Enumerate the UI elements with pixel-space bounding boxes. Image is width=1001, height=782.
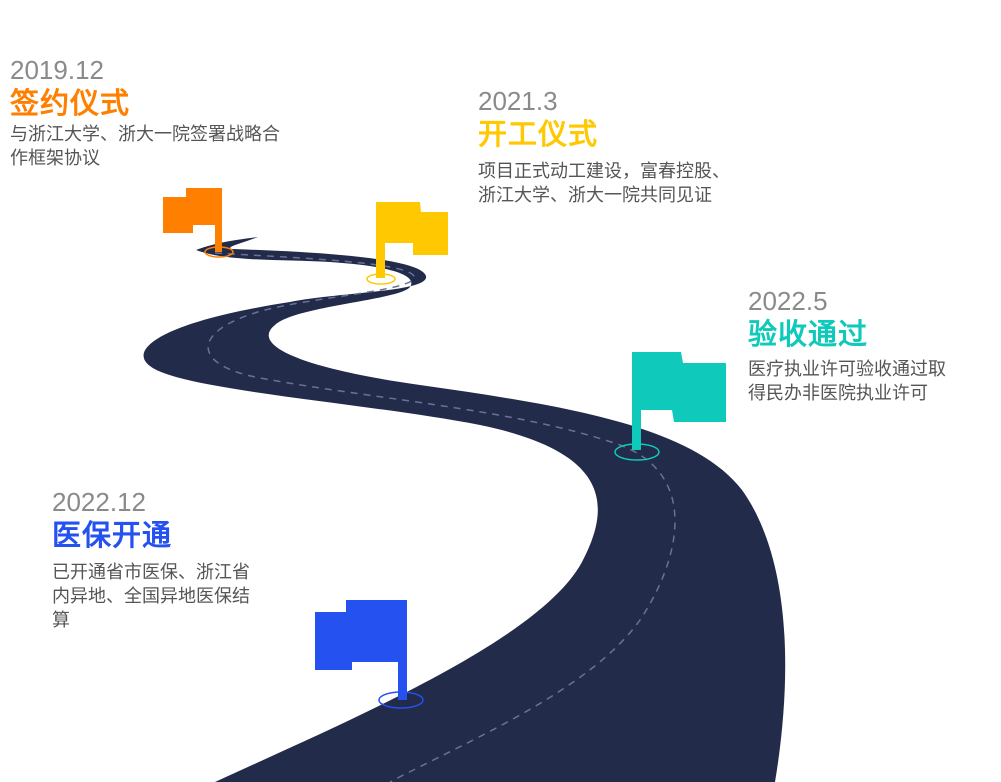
flag-orange [163, 188, 234, 258]
milestone-2022-5: 2022.5 验收通过 医疗执业许可验收通过取 得民办非医院执业许可 [748, 286, 946, 406]
milestone-2022-12: 2022.12 医保开通 已开通省市医保、浙江省 内异地、全国异地医保结 算 [52, 487, 250, 633]
desc-line: 与浙江大学、浙大一院签署战略合 [10, 124, 280, 145]
desc-line: 医疗执业许可验收通过取 [748, 359, 946, 380]
milestone-title: 开工仪式 [478, 117, 599, 151]
flag-blue [315, 600, 424, 709]
milestone-title: 医保开通 [52, 518, 173, 552]
milestone-desc: 项目正式动工建设，富春控股、 浙江大学、浙大一院共同见证 [478, 160, 730, 208]
milestone-2021-3: 2021.3 开工仪式 项目正式动工建设，富春控股、 浙江大学、浙大一院共同见证 [478, 86, 730, 208]
milestone-desc: 已开通省市医保、浙江省 内异地、全国异地医保结 算 [52, 561, 250, 633]
flag-teal [614, 352, 726, 461]
desc-line: 作框架协议 [10, 148, 100, 169]
milestone-date: 2022.5 [748, 286, 828, 316]
desc-line: 项目正式动工建设，富春控股、 [478, 161, 730, 182]
desc-line: 内异地、全国异地医保结 [52, 586, 250, 607]
milestone-date: 2019.12 [10, 55, 104, 85]
milestone-title: 签约仪式 [10, 86, 131, 120]
milestone-date: 2021.3 [478, 86, 558, 116]
flag-yellow [366, 202, 448, 285]
milestone-desc: 医疗执业许可验收通过取 得民办非医院执业许可 [748, 358, 946, 406]
road [143, 237, 786, 782]
milestone-2019-12: 2019.12 签约仪式 与浙江大学、浙大一院签署战略合 作框架协议 [10, 55, 280, 171]
milestone-title: 验收通过 [748, 317, 869, 351]
road-centerline [207, 252, 676, 782]
milestone-desc: 与浙江大学、浙大一院签署战略合 作框架协议 [10, 123, 280, 171]
desc-line: 算 [52, 610, 70, 631]
milestone-date: 2022.12 [52, 487, 146, 517]
desc-line: 浙江大学、浙大一院共同见证 [478, 185, 712, 206]
desc-line: 得民办非医院执业许可 [748, 383, 928, 404]
desc-line: 已开通省市医保、浙江省 [52, 562, 250, 583]
